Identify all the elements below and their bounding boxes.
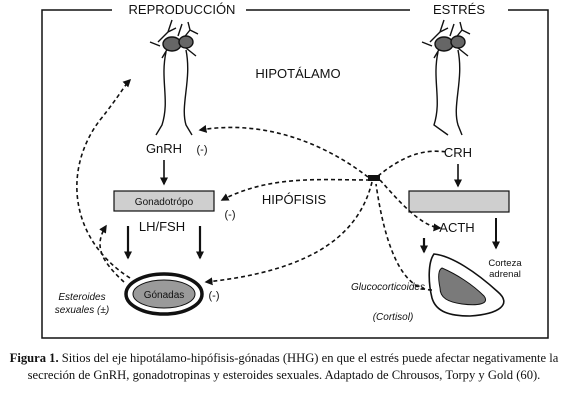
- dashed-gonads-to-hypothalamus: [76, 78, 132, 279]
- dashed-hub-to-gnrh: [198, 124, 369, 178]
- adrenal-label-2: adrenal: [489, 269, 521, 280]
- gonads-label: Gónadas: [144, 290, 185, 301]
- label-glucocorticoids: Glucocorticoides: [351, 282, 425, 293]
- header-stress: ESTRÉS: [433, 2, 485, 17]
- gonads-inner: [132, 279, 196, 309]
- label-cortisol: (Cortisol): [373, 312, 414, 323]
- caption-label: Figura 1.: [9, 351, 59, 365]
- inhibition-gonadotrope: (-): [225, 209, 236, 221]
- dashed-adrenal-to-hub: [375, 183, 433, 291]
- outer-frame: [41, 9, 549, 339]
- adrenal-label-1: Corteza: [488, 258, 522, 269]
- dashed-hub-to-gonadotrope: [220, 178, 371, 201]
- figure-caption: Figura 1. Sitios del eje hipotálamo-hipó…: [4, 350, 564, 383]
- gnrh-neuron: [149, 19, 199, 136]
- header-reproduction: REPRODUCCIÓN: [129, 2, 236, 17]
- gonadotrope-label: Gonadotrópo: [135, 197, 194, 208]
- glucocorticoid-hub: [368, 175, 380, 181]
- label-acth: ACTH: [439, 220, 474, 235]
- label-sex-steroids-1: Esteroides: [58, 292, 105, 303]
- label-crh: CRH: [444, 145, 472, 160]
- dashed-gonads-to-pituitary: [99, 224, 125, 283]
- feedback-lines: [76, 78, 449, 291]
- label-gnrh: GnRH: [146, 141, 182, 156]
- adrenal-inner: [438, 267, 486, 306]
- dashed-hub-to-crh: [377, 150, 449, 177]
- inhibition-gonads: (-): [209, 290, 220, 302]
- label-sex-steroids-2: sexuales (±): [55, 305, 109, 316]
- label-lh-fsh: LH/FSH: [139, 219, 185, 234]
- region-pituitary: HIPÓFISIS: [262, 192, 327, 207]
- region-hypothalamus: HIPOTÁLAMO: [255, 66, 340, 81]
- inhibition-gnrh: (-): [197, 144, 208, 156]
- gonadotrope-box: [113, 190, 215, 212]
- hhg-diagram: REPRODUCCIÓN ESTRÉS HIPOTÁLAMO HIPÓFISIS…: [41, 2, 549, 339]
- corticotrope-box: [408, 190, 510, 213]
- caption-text: Sitios del eje hipotálamo-hipófisis-góna…: [27, 351, 559, 382]
- crh-neuron: [421, 19, 471, 136]
- dashed-hub-to-pituitary-right: [379, 179, 442, 232]
- dashed-hub-to-gonads: [204, 181, 373, 286]
